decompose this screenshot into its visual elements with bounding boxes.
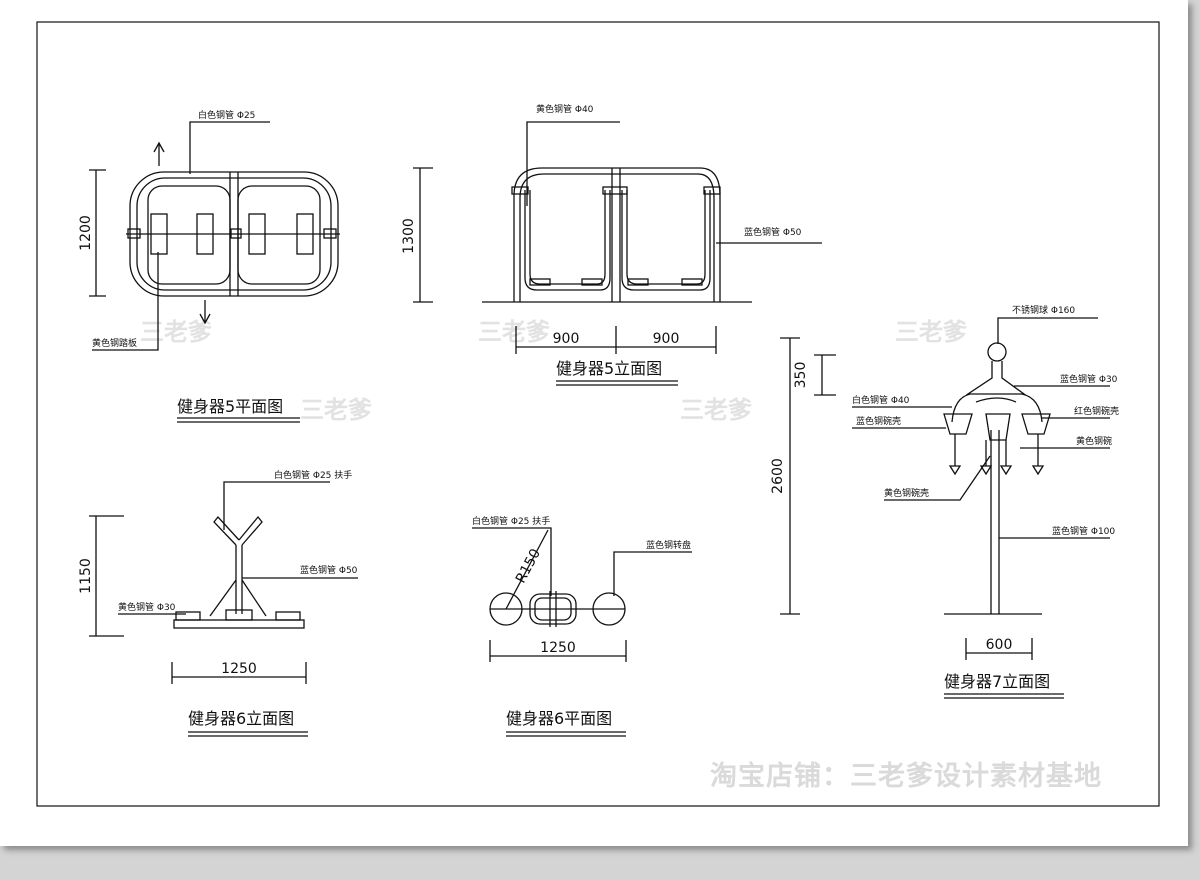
watermark-text: 三老爹 xyxy=(680,396,753,424)
equip6-plan: R150 1250 白色钢管 Φ25 扶手 蓝色钢转盘 健身器6平面图 xyxy=(472,515,692,737)
label-mid: 蓝色钢管 Φ50 xyxy=(300,564,358,576)
drawing-title: 健身器5平面图 xyxy=(177,397,283,416)
watermark-text: 三老爹 xyxy=(895,318,968,346)
watermarks: 三老爹 三老爹 三老爹 三老爹 三老爹 淘宝店铺：三老爹设计素材基地 xyxy=(140,318,1102,792)
equip7-elevation: 2600 350 600 不锈钢球 Φ160 蓝色钢管 Φ30 白色钢管 Φ40… xyxy=(770,304,1119,699)
equip5-elevation: 1300 900 900 黄色钢管 Φ40 蓝色钢管 Φ50 健身器5立面图 xyxy=(401,103,822,386)
label-l2: 蓝色钢碗壳 xyxy=(856,415,901,427)
label-l1: 白色钢管 Φ40 xyxy=(852,394,910,406)
watermark-text: 三老爹 xyxy=(300,396,373,424)
dim-right: 900 xyxy=(653,331,680,347)
dim-radius: R150 xyxy=(513,546,544,586)
label-post: 蓝色钢管 Φ100 xyxy=(1052,525,1115,537)
watermark-text: 三老爹 xyxy=(140,318,213,346)
dim-width: 1250 xyxy=(540,640,576,656)
label-l3: 黄色钢碗壳 xyxy=(884,487,929,499)
dim-left: 900 xyxy=(553,331,580,347)
dim-height: 1200 xyxy=(78,215,94,251)
equip5-plan: 1200 白色钢管 Φ25 黄色钢踏板 健身器5平面图 xyxy=(78,109,340,423)
dim-width: 600 xyxy=(986,637,1013,653)
drawing-sheet: 三老爹 三老爹 三老爹 三老爹 三老爹 淘宝店铺：三老爹设计素材基地 xyxy=(0,0,1188,846)
equip6-elevation: 1150 1250 白色钢管 Φ25 扶手 蓝色钢管 Φ50 黄色钢管 Φ30 … xyxy=(78,469,358,737)
drawing-title: 健身器5立面图 xyxy=(556,359,662,378)
cad-drawing: 三老爹 三老爹 三老爹 三老爹 三老爹 淘宝店铺：三老爹设计素材基地 xyxy=(36,21,1160,807)
drawing-title: 健身器6立面图 xyxy=(188,709,294,728)
label-right: 蓝色钢管 Φ50 xyxy=(744,226,802,238)
label-ball: 不锈钢球 Φ160 xyxy=(1012,304,1075,316)
dim-height: 1150 xyxy=(78,558,94,594)
label-top: 白色钢管 Φ25 扶手 xyxy=(472,515,550,527)
dim-total: 2600 xyxy=(770,458,786,494)
watermark-text: 三老爹 xyxy=(478,318,551,346)
label-top: 白色钢管 Φ25 扶手 xyxy=(274,469,352,481)
label-top: 白色钢管 Φ25 xyxy=(198,109,255,121)
label-r2: 红色钢碗壳 xyxy=(1074,405,1119,417)
drawing-title: 健身器6平面图 xyxy=(506,709,612,728)
label-bottom: 黄色钢踏板 xyxy=(92,337,137,349)
dim-width: 1250 xyxy=(221,661,257,677)
label-r1: 蓝色钢管 Φ30 xyxy=(1060,373,1118,385)
label-top: 黄色钢管 Φ40 xyxy=(536,103,594,115)
dim-top: 350 xyxy=(793,362,809,389)
label-base: 黄色钢管 Φ30 xyxy=(118,601,176,613)
label-right: 蓝色钢转盘 xyxy=(646,539,691,551)
drawing-title: 健身器7立面图 xyxy=(944,672,1050,691)
dim-height: 1300 xyxy=(401,218,417,254)
label-r3: 黄色钢碗 xyxy=(1076,435,1112,447)
shop-watermark: 淘宝店铺：三老爹设计素材基地 xyxy=(710,760,1102,792)
